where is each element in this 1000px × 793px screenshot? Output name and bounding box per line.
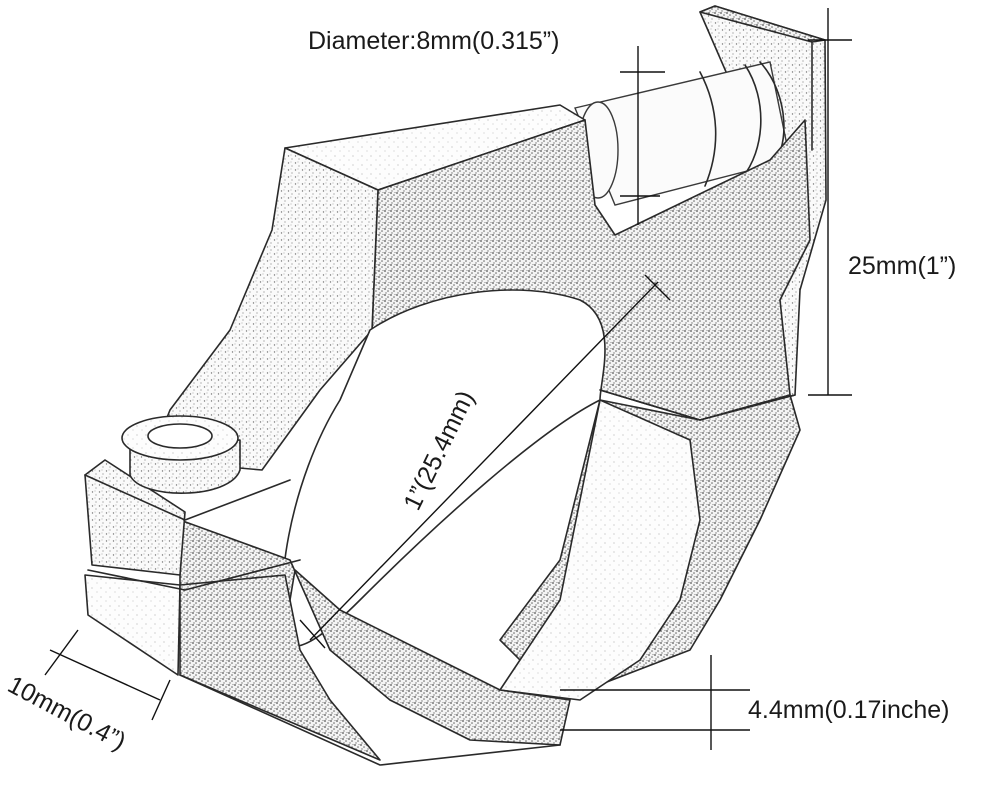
dimension-diameter bbox=[620, 46, 665, 225]
label-height: 25mm(1”) bbox=[848, 252, 956, 280]
label-width: 10mm(0.4”) bbox=[3, 671, 130, 756]
dimension-width bbox=[44, 629, 171, 721]
dimension-gap bbox=[560, 655, 750, 750]
label-diameter: Diameter:8mm(0.315”) bbox=[308, 27, 559, 55]
label-gap: 4.4mm(0.17inche) bbox=[748, 696, 949, 724]
thumb-screw bbox=[121, 415, 241, 494]
dimension-bore bbox=[299, 274, 671, 649]
clamp-body bbox=[84, 104, 811, 766]
dimension-height bbox=[808, 8, 852, 396]
